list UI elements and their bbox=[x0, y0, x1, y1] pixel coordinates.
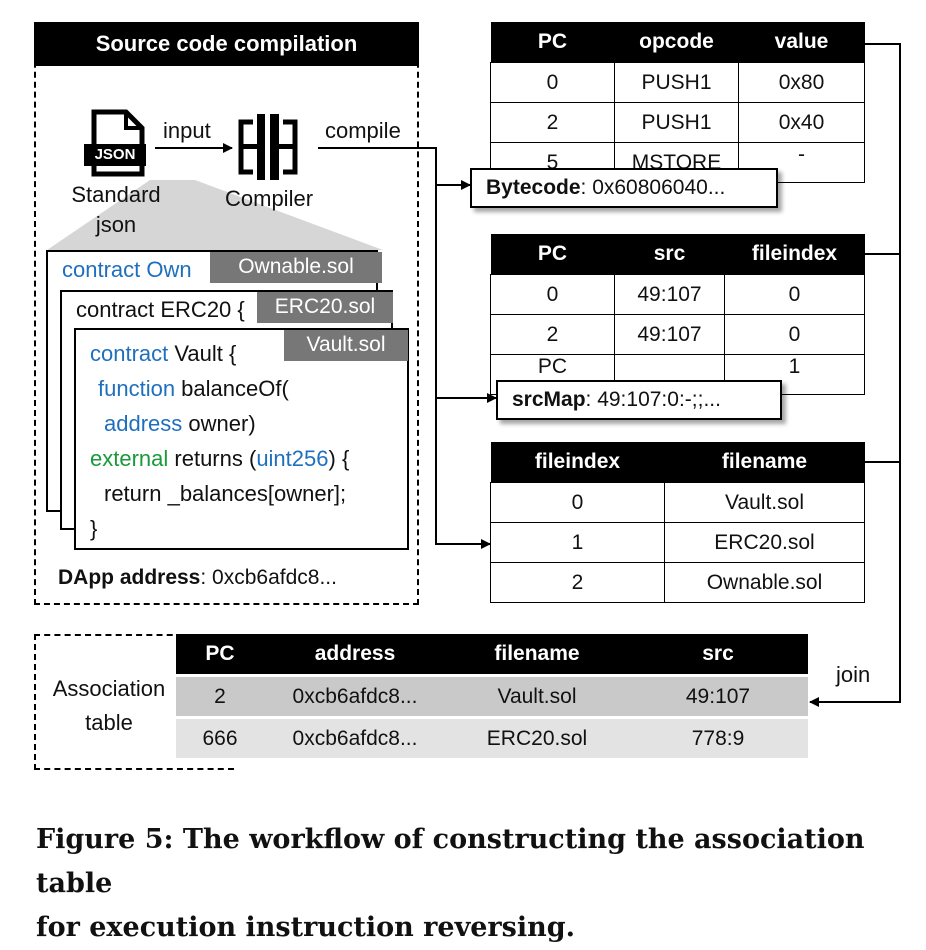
srcmap-header-src: src bbox=[614, 234, 725, 275]
assoc-header-address: address bbox=[264, 634, 446, 676]
json-file-icon bbox=[84, 109, 146, 177]
assoc-header-filename: filename bbox=[446, 634, 628, 676]
ownable-file-tag: Ownable.sol bbox=[210, 252, 382, 283]
source-compilation-panel bbox=[34, 22, 419, 605]
assoc-header-pc: PC bbox=[176, 634, 264, 676]
code-line-6: } bbox=[90, 516, 98, 541]
bytecode-header-pc: PC bbox=[490, 22, 615, 63]
bytecode-callout: Bytecode: 0x60806040... bbox=[470, 168, 778, 208]
source-compilation-title: Source code compilation bbox=[34, 22, 419, 66]
srcmap-header-fileindex: fileindex bbox=[724, 234, 865, 275]
association-panel bbox=[34, 634, 234, 770]
srcmap-callout: srcMap: 49:107:0:-;;... bbox=[496, 380, 782, 420]
erc20-first-line: contract ERC20 { bbox=[76, 297, 245, 322]
compile-label: compile bbox=[325, 118, 401, 143]
code-line-2: function balanceOf( bbox=[98, 376, 289, 401]
srcmap-header-pc: PC bbox=[490, 234, 615, 275]
code-line-5: return _balances[owner]; bbox=[104, 481, 347, 506]
compiler-icon bbox=[238, 114, 298, 180]
compiler-label: Compiler bbox=[225, 186, 314, 211]
code-line-4: external returns (uint256) { bbox=[90, 446, 350, 471]
vault-file-tag: Vault.sol bbox=[284, 330, 408, 361]
ownable-first-line: contract Own bbox=[62, 257, 192, 282]
json-badge-label: JSON bbox=[94, 146, 136, 163]
assoc-header-src: src bbox=[628, 634, 808, 676]
standard-json-label: Standard json bbox=[71, 182, 161, 237]
files-header-filename: filename bbox=[664, 442, 865, 483]
files-header-fileindex: fileindex bbox=[490, 442, 665, 483]
bytecode-header-value: value bbox=[738, 22, 865, 63]
flow-arrows bbox=[155, 43, 901, 707]
dapp-address: DApp address: 0xcb6afdc8... bbox=[58, 566, 337, 589]
association-label: Association table bbox=[52, 676, 166, 735]
bytecode-header-opcode: opcode bbox=[614, 22, 739, 63]
input-label: input bbox=[163, 118, 211, 143]
code-line-1: contract Vault { bbox=[90, 341, 237, 366]
erc20-file-tag: ERC20.sol bbox=[257, 292, 393, 323]
figure-caption: Figure 5: The workflow of constructing t… bbox=[36, 824, 865, 943]
code-line-3: address owner) bbox=[104, 411, 256, 436]
join-label: join bbox=[836, 662, 871, 687]
vault-source-card: contract Vault { function balanceOf( add… bbox=[74, 328, 409, 550]
projection-wedge bbox=[47, 180, 383, 250]
